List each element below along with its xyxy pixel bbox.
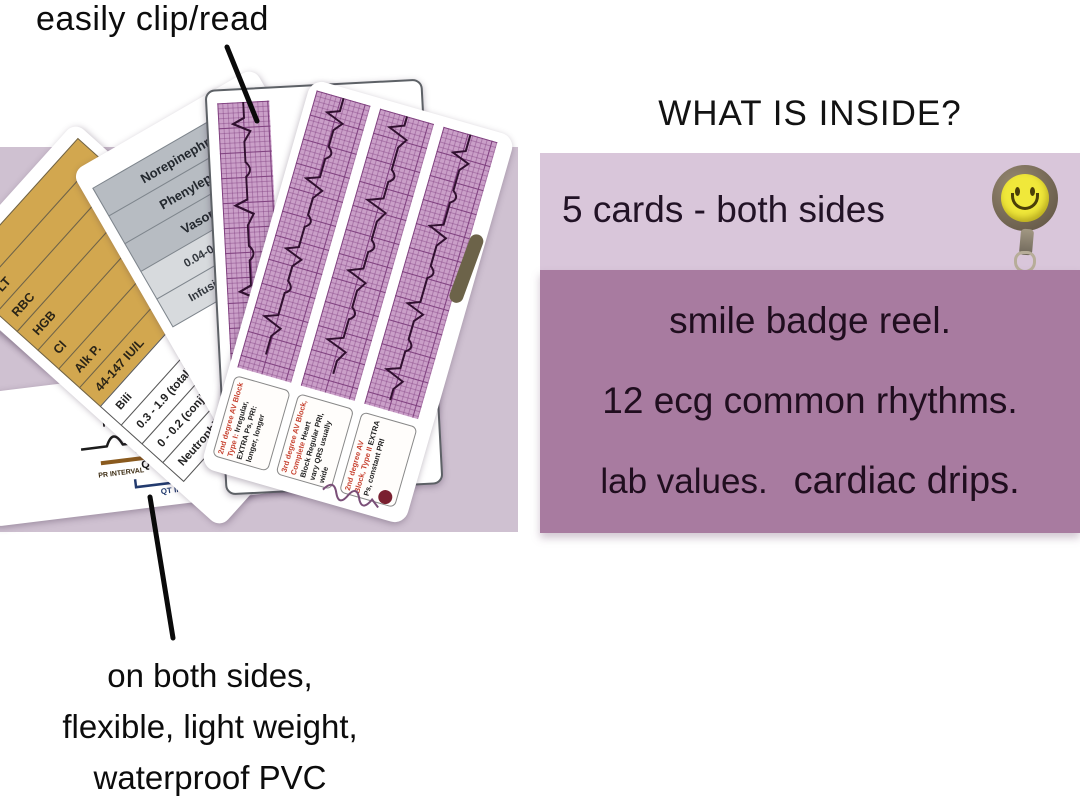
annotation-material-line: on both sides, bbox=[107, 657, 313, 694]
heart-scribble-icon bbox=[322, 483, 393, 509]
content-item-rhythms: 12 ecg common rhythms. bbox=[602, 380, 1018, 421]
content-item-drips: cardiac drips. bbox=[793, 460, 1020, 502]
ecg-label-q: Q bbox=[141, 458, 151, 471]
annotation-material: on both sides, flexible, light weight, w… bbox=[0, 650, 420, 803]
content-item-labs-drips: lab values. cardiac drips. bbox=[540, 460, 1080, 503]
header-panel: 5 cards - both sides bbox=[540, 153, 1080, 273]
smiley-mouth bbox=[1011, 193, 1039, 210]
section-title: WHAT IS INSIDE? bbox=[658, 94, 962, 133]
ecg-label-pr-interval: PR INTERVAL bbox=[98, 467, 145, 480]
content-item-labs: lab values. bbox=[600, 462, 768, 501]
ecg-rhythm-card-front: 2nd degree AV Block Type I: Irregular, E… bbox=[200, 78, 516, 526]
ecg-strip bbox=[237, 90, 371, 383]
smiley-face-icon bbox=[1001, 174, 1049, 222]
annotation-material-line: waterproof PVC bbox=[93, 759, 327, 796]
contents-panel: smile badge reel. 12 ecg common rhythms.… bbox=[540, 270, 1080, 533]
badge-reel-body bbox=[992, 165, 1058, 231]
annotation-easily-clip: easily clip/read bbox=[36, 0, 269, 38]
content-item-reel: smile badge reel. bbox=[669, 300, 951, 341]
smiley-eye bbox=[1015, 187, 1020, 196]
smiley-badge-reel-icon bbox=[978, 165, 1070, 273]
annotation-material-line: flexible, light weight, bbox=[62, 708, 358, 745]
ecg-strip bbox=[364, 126, 498, 420]
ecg-strip bbox=[300, 108, 434, 401]
rhythm-label-text: Irregular, EXTRA Ps, PRI: longer, longer bbox=[232, 399, 267, 464]
card-count-text: 5 cards - both sides bbox=[562, 189, 885, 230]
smiley-eye bbox=[1030, 187, 1035, 196]
